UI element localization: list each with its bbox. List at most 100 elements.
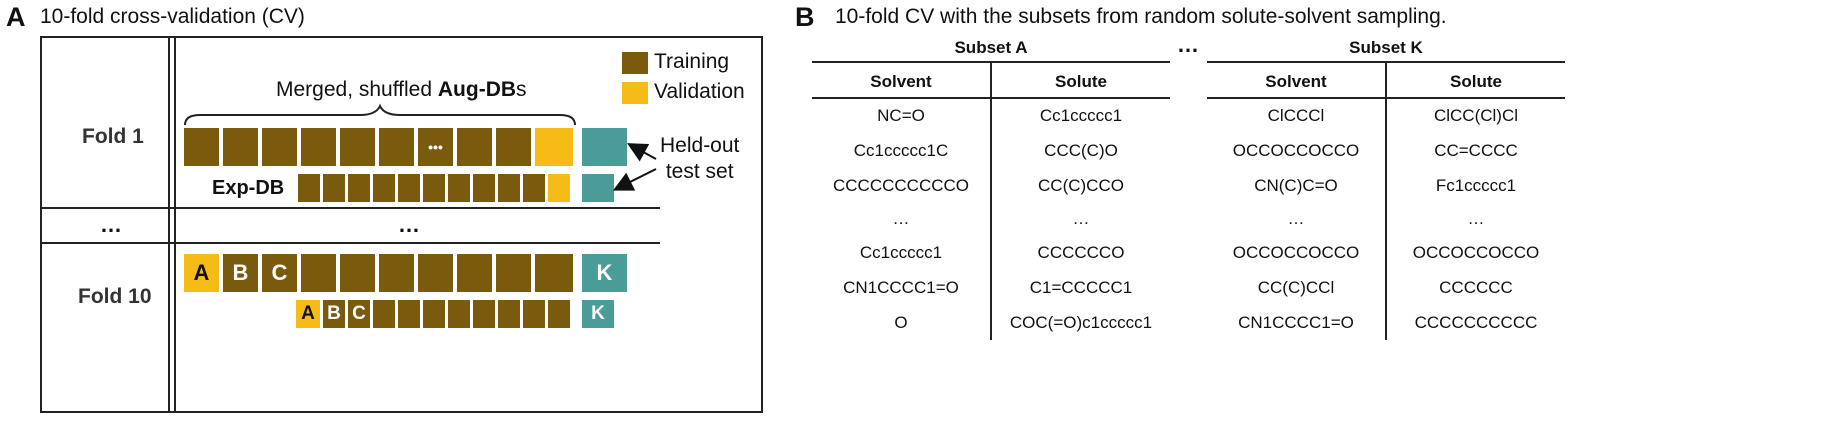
subset-k-solvent-cell: CN1CCCC1=O <box>1238 313 1354 332</box>
subset-a-column-divider <box>990 63 992 340</box>
brace-label: Merged, shuffled Aug-DBs <box>276 78 527 102</box>
fold10-aug-training-block <box>301 254 336 292</box>
fold1-aug-training-block <box>496 128 531 166</box>
fold1-exp-training-block <box>473 174 495 202</box>
subset-k-solvent-cell: ClCCCl <box>1267 106 1325 125</box>
subset-a-top-rule <box>812 61 1170 63</box>
brace-label-suffix: s <box>516 78 527 101</box>
subset-a-solute-cell: Cc1ccccc1 <box>1039 106 1123 125</box>
fold1-exp-training-block <box>423 174 445 202</box>
subset-a-solvent-cell: … <box>892 209 910 228</box>
separator-line-right <box>174 38 176 411</box>
panel-a-title: 10-fold cross-validation (CV) <box>40 5 305 28</box>
subset-a-solute-cell: CCCCCCO <box>1037 243 1125 262</box>
fold-1-label: Fold 1 <box>82 125 144 148</box>
fold10-exp-training-block <box>423 300 445 328</box>
subset-a-solvent-cell: CN1CCCC1=O <box>843 278 959 297</box>
subset-a-solvent-cell: CCCCCCCCCCO <box>833 176 969 195</box>
ellipsis-center: … <box>398 212 420 237</box>
brace-label-bold: Aug-DB <box>437 78 517 101</box>
fold10-exp-subset-a: A <box>296 300 320 328</box>
fold10-aug-subset-k: K <box>582 254 627 292</box>
fold1-exp-training-block <box>298 174 320 202</box>
fold10-aug-training-block <box>457 254 492 292</box>
subset-k-solute-cell: Fc1ccccc1 <box>1435 176 1517 195</box>
fold1-aug-training-block <box>301 128 336 166</box>
heldout-line-2: test set <box>665 160 734 183</box>
ellipsis-left: … <box>100 212 122 237</box>
fold10-exp-training-block <box>473 300 495 328</box>
fold1-aug-dots-block: ••• <box>418 128 453 166</box>
fold10-exp-training-block <box>523 300 545 328</box>
between-subsets-ellipsis: … <box>1177 32 1199 57</box>
subset-k-solvent-cell: … <box>1287 209 1305 228</box>
subset-a-solute-header: Solute <box>1055 72 1107 91</box>
subset-a-solvent-cell: Cc1ccccc1 <box>859 243 943 262</box>
fold1-exp-training-block <box>348 174 370 202</box>
fold10-exp-subset-b: B <box>323 300 345 328</box>
fold10-exp-training-block <box>448 300 470 328</box>
subset-k-solvent-cell: OCCOCCOCCO <box>1232 141 1360 160</box>
heldout-arrows <box>612 143 657 191</box>
fold10-aug-training-block <box>496 254 531 292</box>
fold1-exp-training-block <box>323 174 345 202</box>
exp-db-label: Exp-DB <box>212 177 285 199</box>
subset-k-solute-cell: CC=CCCC <box>1434 141 1518 160</box>
fold10-aug-subset-b: B <box>223 254 258 292</box>
subset-k-solute-cell: ClCC(Cl)Cl <box>1433 106 1519 125</box>
separator-lower <box>42 242 660 244</box>
fold10-exp-subset-c: C <box>348 300 370 328</box>
subset-k-solvent-cell: CN(C)C=O <box>1254 176 1338 195</box>
legend-validation-label: Validation <box>654 80 745 103</box>
fold10-exp-training-block <box>548 300 570 328</box>
fold10-exp-training-block <box>398 300 420 328</box>
subset-k-column-divider <box>1385 63 1387 340</box>
fold1-aug-training-block <box>340 128 375 166</box>
subset-a-solvent-header: Solvent <box>870 72 932 91</box>
subset-a-solvent-cell: O <box>894 313 908 332</box>
fold1-aug-training-block <box>223 128 258 166</box>
subset-k-solute-cell: OCCOCCOCCO <box>1412 243 1540 262</box>
fold10-exp-subset-k: K <box>582 300 614 328</box>
subset-k-solute-header: Solute <box>1450 72 1502 91</box>
heldout-line-1: Held-out <box>660 134 740 157</box>
subset-a-solute-cell: CC(C)CCO <box>1038 176 1124 195</box>
fold10-aug-training-block <box>418 254 453 292</box>
subset-k-top-rule <box>1207 61 1565 63</box>
fold10-exp-training-block <box>373 300 395 328</box>
fold1-exp-training-block <box>523 174 545 202</box>
fold1-exp-training-block <box>373 174 395 202</box>
subset-a-solvent-cell: NC=O <box>877 106 925 125</box>
heldout-label: Held-out test set <box>660 133 739 185</box>
fold1-aug-training-block <box>262 128 297 166</box>
subset-a-solute-cell: C1=CCCCC1 <box>1029 278 1133 297</box>
panel-b-letter: B <box>795 2 815 32</box>
subset-a-title: Subset A <box>954 38 1028 57</box>
subset-k-solute-cell: CCCCCC <box>1439 278 1513 297</box>
fold1-exp-training-block <box>448 174 470 202</box>
fold10-aug-training-block <box>535 254 573 292</box>
brace-label-prefix: Merged, shuffled <box>276 78 438 101</box>
subset-k-solvent-cell: CC(C)CCl <box>1257 278 1335 297</box>
fold10-exp-training-block <box>498 300 520 328</box>
fold1-exp-test-block <box>582 174 614 202</box>
subset-k-title: Subset K <box>1349 38 1423 57</box>
fold10-aug-subset-a: A <box>184 254 219 292</box>
fold1-aug-training-block <box>379 128 414 166</box>
subset-a-solute-cell: COC(=O)c1ccccc1 <box>1009 313 1153 332</box>
fold10-aug-training-block <box>379 254 414 292</box>
fold10-aug-training-block <box>340 254 375 292</box>
fold10-aug-subset-c: C <box>262 254 297 292</box>
panel-a-letter: A <box>6 2 26 32</box>
separator-upper <box>42 207 660 209</box>
subset-k-solvent-cell: OCCOCCOCCO <box>1232 243 1360 262</box>
legend-training-label: Training <box>654 50 730 73</box>
legend-training-swatch <box>622 52 648 74</box>
panel-b-title: 10-fold CV with the subsets from random … <box>835 5 1447 28</box>
fold1-exp-training-block <box>398 174 420 202</box>
subset-a-solvent-cell: Cc1ccccc1C <box>853 141 949 160</box>
subset-k-solvent-header: Solvent <box>1265 72 1327 91</box>
fold1-aug-training-block <box>457 128 492 166</box>
panel-a-frame <box>40 36 763 413</box>
curly-brace <box>184 103 576 126</box>
